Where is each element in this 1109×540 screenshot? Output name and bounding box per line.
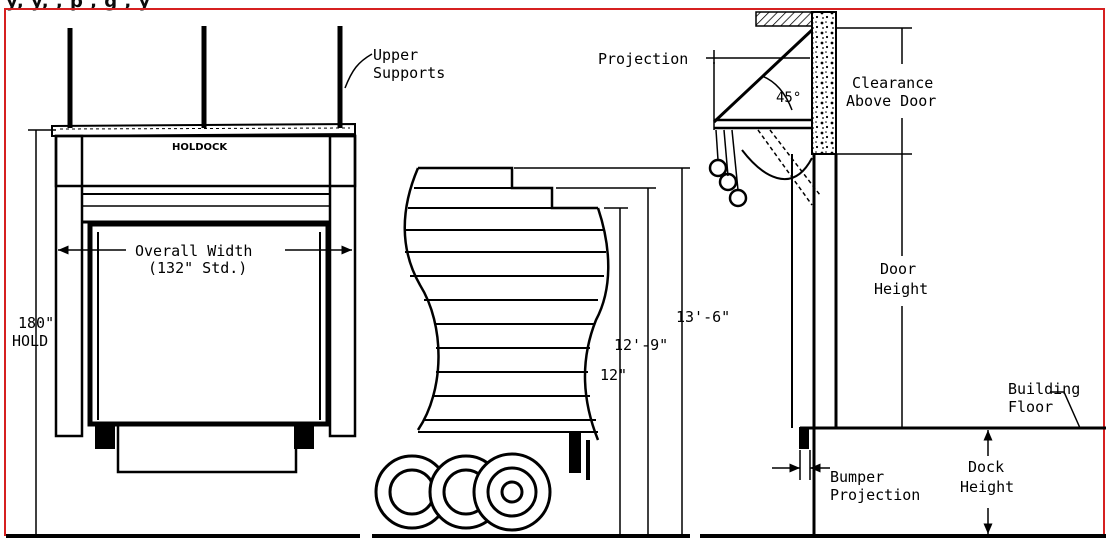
clearance-sub-label: Above Door xyxy=(846,92,936,110)
trailer-view xyxy=(372,166,690,538)
upper-supports-label: Upper xyxy=(373,46,418,64)
upper-supports-label-2: Supports xyxy=(373,64,445,82)
bumper-projection-label: Bumper xyxy=(830,468,884,486)
door-height-label: Door xyxy=(880,260,916,278)
dim-12-9-label: 12'-9" xyxy=(614,336,668,354)
dim-13-6-label: 13'-6" xyxy=(676,308,730,326)
building-floor-label: Building xyxy=(1008,380,1080,398)
side-view xyxy=(700,11,1106,538)
front-view xyxy=(6,26,373,538)
overall-width-label: Overall Width xyxy=(135,242,252,260)
dim-12-label: 12" xyxy=(600,366,627,384)
angle-label: 45° xyxy=(776,90,801,106)
dock-height-sub-label: Height xyxy=(960,478,1014,496)
clearance-label: Clearance xyxy=(852,74,933,92)
hold-dimension-label: 180" xyxy=(18,314,54,332)
dock-height-label: Dock xyxy=(968,458,1004,476)
building-floor-sub-label: Floor xyxy=(1008,398,1053,416)
overall-width-sub-label: (132" Std.) xyxy=(148,259,247,277)
brand-label: HOLDOCK xyxy=(172,142,228,153)
hold-label: HOLD xyxy=(12,332,48,350)
image-border xyxy=(4,8,1105,536)
bumper-projection-sub-label: Projection xyxy=(830,486,920,504)
projection-label: Projection xyxy=(598,50,688,68)
door-height-sub-label: Height xyxy=(874,280,928,298)
